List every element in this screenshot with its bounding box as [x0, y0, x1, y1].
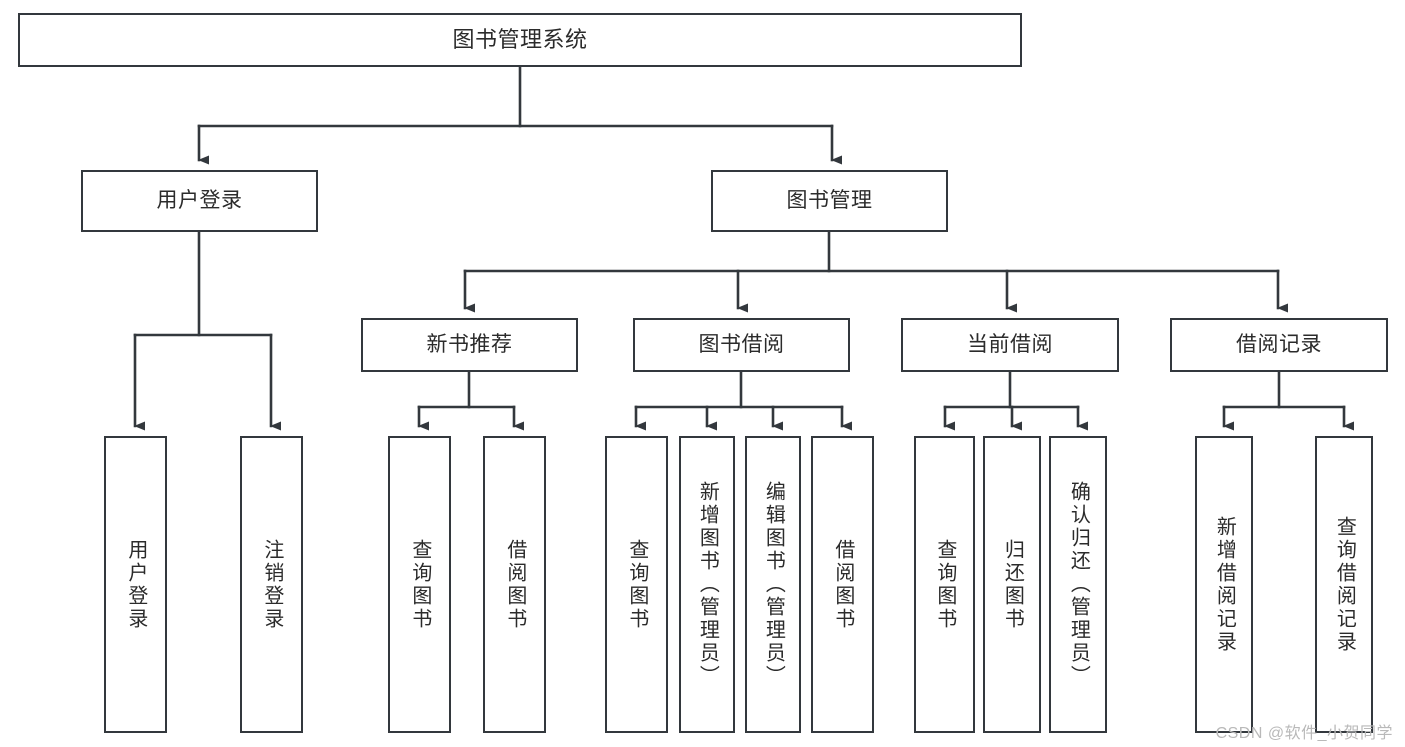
node-leaf-borrow-book-2-label: 借阅图书	[831, 538, 854, 631]
node-leaf-query-book-3[interactable]: 查询图书	[914, 436, 975, 733]
node-new-book-recommend-label: 新书推荐	[426, 333, 513, 357]
node-leaf-query-book-2[interactable]: 查询图书	[605, 436, 668, 733]
node-leaf-return-book[interactable]: 归还图书	[983, 436, 1041, 733]
node-user-login[interactable]: 用户登录	[81, 170, 318, 232]
node-leaf-logout-login[interactable]: 注销登录	[240, 436, 303, 733]
node-leaf-query-book-1[interactable]: 查询图书	[388, 436, 451, 733]
node-leaf-borrow-book-1-label: 借阅图书	[503, 538, 526, 631]
node-leaf-query-book-1-label: 查询图书	[408, 538, 431, 631]
node-borrow-record-label: 借阅记录	[1236, 333, 1322, 357]
node-leaf-confirm-return[interactable]: 确认归还（管理员）	[1049, 436, 1107, 733]
watermark-text: CSDN @软件_小贺同学	[1215, 725, 1393, 742]
node-leaf-add-book[interactable]: 新增图书（管理员）	[679, 436, 735, 733]
node-root-label: 图书管理系统	[452, 27, 588, 53]
node-leaf-add-borrow-record[interactable]: 新增借阅记录	[1195, 436, 1253, 733]
node-leaf-borrow-book-1[interactable]: 借阅图书	[483, 436, 546, 733]
node-user-login-label: 用户登录	[156, 189, 243, 213]
node-leaf-user-login-label: 用户登录	[124, 538, 147, 631]
node-leaf-query-book-3-label: 查询图书	[933, 538, 956, 631]
node-leaf-borrow-book-2[interactable]: 借阅图书	[811, 436, 874, 733]
node-leaf-query-book-2-label: 查询图书	[625, 538, 648, 631]
node-book-management-label: 图书管理	[786, 189, 873, 213]
node-leaf-confirm-return-label: 确认归还（管理员）	[1067, 481, 1090, 688]
node-leaf-add-book-label: 新增图书（管理员）	[696, 481, 719, 688]
node-leaf-add-borrow-record-label: 新增借阅记录	[1213, 515, 1236, 654]
node-leaf-logout-login-label: 注销登录	[260, 538, 283, 631]
node-book-borrow[interactable]: 图书借阅	[633, 318, 850, 372]
node-new-book-recommend[interactable]: 新书推荐	[361, 318, 578, 372]
node-book-borrow-label: 图书借阅	[698, 333, 785, 357]
node-root[interactable]: 图书管理系统	[18, 13, 1022, 67]
node-current-borrow-label: 当前借阅	[967, 333, 1053, 357]
node-book-management[interactable]: 图书管理	[711, 170, 948, 232]
node-leaf-query-borrow-record[interactable]: 查询借阅记录	[1315, 436, 1373, 733]
node-current-borrow[interactable]: 当前借阅	[901, 318, 1119, 372]
node-borrow-record[interactable]: 借阅记录	[1170, 318, 1388, 372]
node-leaf-edit-book[interactable]: 编辑图书（管理员）	[745, 436, 801, 733]
node-leaf-query-borrow-record-label: 查询借阅记录	[1333, 515, 1356, 654]
node-leaf-edit-book-label: 编辑图书（管理员）	[762, 481, 785, 688]
node-leaf-user-login[interactable]: 用户登录	[104, 436, 167, 733]
node-leaf-return-book-label: 归还图书	[1001, 538, 1024, 631]
